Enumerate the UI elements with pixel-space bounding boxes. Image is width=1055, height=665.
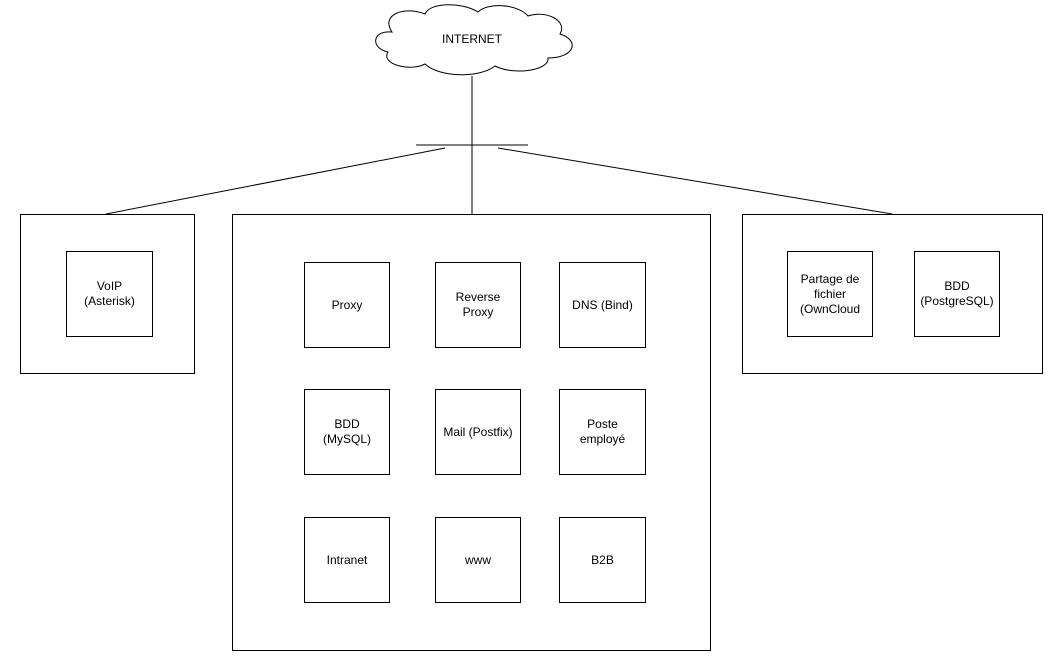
center-zone: [232, 214, 711, 651]
node-partage-fichier: Partage de fichier (OwnCloud: [787, 251, 873, 337]
left-zone: [20, 214, 195, 374]
node-voip: VoIP (Asterisk): [66, 251, 153, 337]
link-right-zone: [497, 147, 893, 215]
node-b2b: B2B: [559, 517, 646, 603]
node-proxy: Proxy: [304, 262, 390, 348]
node-mail: Mail (Postfix): [435, 389, 521, 475]
node-bdd-postgresql: BDD (PostgreSQL): [914, 251, 1000, 337]
internet-label: INTERNET: [442, 32, 502, 46]
node-intranet: Intranet: [304, 517, 390, 603]
node-poste-employe: Poste employé: [559, 389, 646, 475]
link-left-zone: [105, 147, 446, 215]
node-www: www: [435, 517, 521, 603]
node-dns: DNS (Bind): [559, 262, 646, 348]
node-bdd-mysql: BDD (MySQL): [304, 389, 390, 475]
right-zone: [742, 214, 1043, 374]
internet-cloud-icon: [375, 4, 573, 76]
node-reverse-proxy: Reverse Proxy: [435, 262, 521, 348]
